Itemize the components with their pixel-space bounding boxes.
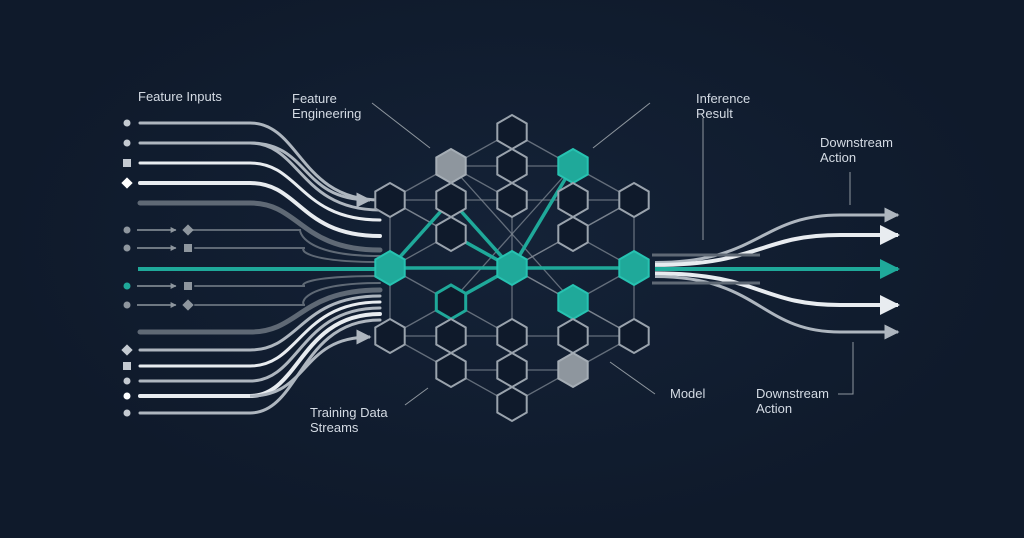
output-stream-line bbox=[654, 271, 900, 315]
callout-line bbox=[592, 102, 651, 149]
hexagon-icon bbox=[496, 317, 528, 355]
diamond-icon bbox=[121, 344, 133, 356]
square-icon bbox=[123, 159, 131, 167]
input-arrow-top bbox=[249, 141, 372, 208]
diamond-icon bbox=[121, 177, 133, 189]
hexagon-icon bbox=[557, 147, 589, 185]
input-stream-line bbox=[138, 121, 382, 202]
hexagon-icon bbox=[435, 317, 467, 355]
circle-icon bbox=[123, 244, 131, 252]
circle-icon bbox=[123, 226, 131, 234]
callout-line bbox=[838, 342, 854, 395]
hexagon-icon bbox=[496, 181, 528, 219]
diamond-icon bbox=[182, 224, 194, 236]
circle-icon bbox=[123, 282, 131, 290]
input-stream-line bbox=[137, 200, 383, 253]
hexagon-icon bbox=[496, 351, 528, 389]
diamond-icon bbox=[182, 299, 194, 311]
hexagon-icon bbox=[557, 351, 589, 389]
input-stream-line bbox=[189, 229, 381, 257]
callout-line bbox=[371, 102, 431, 149]
hexagon-icon bbox=[374, 181, 406, 219]
circle-icon bbox=[123, 409, 131, 417]
network-edge-highlight bbox=[510, 165, 575, 269]
hexagon-icon bbox=[557, 215, 589, 253]
circle-icon bbox=[123, 119, 131, 127]
input-arrow-bottom bbox=[249, 329, 372, 398]
feature-inputs-label: Feature Inputs bbox=[138, 89, 222, 104]
input-stream-line bbox=[194, 247, 381, 263]
input-stream-line bbox=[137, 287, 383, 335]
network-edge bbox=[450, 165, 574, 303]
input-stream-line bbox=[138, 306, 382, 383]
hexagon-icon bbox=[435, 351, 467, 389]
output-stream-line bbox=[654, 275, 900, 340]
output-stream-line bbox=[654, 207, 900, 265]
input-stream-line bbox=[194, 275, 381, 287]
hexagon-icon bbox=[435, 181, 467, 219]
model-label: Model bbox=[670, 386, 706, 401]
training-data-streams-label: Training Data Streams bbox=[310, 405, 388, 435]
hexagon-icon bbox=[496, 147, 528, 185]
hexagon-network bbox=[374, 113, 650, 423]
input-markers bbox=[121, 119, 194, 417]
hexagon-icon bbox=[496, 249, 528, 287]
input-stream-line bbox=[138, 294, 382, 352]
hexagon-icon bbox=[374, 249, 406, 287]
circle-icon bbox=[123, 377, 131, 385]
hexagon-icon bbox=[435, 147, 467, 185]
output-stream-line bbox=[654, 225, 900, 267]
circle-icon bbox=[123, 392, 131, 400]
inference-result-label: Inference Result bbox=[696, 91, 751, 121]
hexagon-icon bbox=[618, 317, 650, 355]
hexagon-icon bbox=[374, 317, 406, 355]
downstream-action-bottom-label: Downstream Action bbox=[756, 386, 829, 416]
input-stream-line bbox=[194, 282, 381, 306]
input-stream-line bbox=[138, 161, 382, 222]
callout-line bbox=[609, 361, 656, 395]
hexagon-icon bbox=[618, 181, 650, 219]
input-streams bbox=[137, 121, 383, 415]
square-icon bbox=[123, 362, 131, 370]
hexagon-icon bbox=[496, 385, 528, 423]
input-stream-line bbox=[138, 141, 382, 212]
circle-icon bbox=[123, 301, 131, 309]
input-stream-line bbox=[138, 181, 382, 238]
hexagon-icon bbox=[557, 181, 589, 219]
hexagon-icon bbox=[557, 317, 589, 355]
hexagon-icon bbox=[496, 113, 528, 151]
callout-line bbox=[404, 387, 429, 406]
hexagon-icon bbox=[557, 283, 589, 321]
feature-engineering-label: Feature Engineering bbox=[292, 91, 362, 121]
input-stream-line bbox=[138, 300, 382, 368]
square-icon bbox=[184, 282, 192, 290]
circle-icon bbox=[123, 139, 131, 147]
downstream-action-top-label: Downstream Action bbox=[820, 135, 893, 165]
output-streams bbox=[652, 207, 900, 340]
hexagon-icon bbox=[435, 215, 467, 253]
hexagon-icon bbox=[618, 249, 650, 287]
hexagon-icon bbox=[434, 283, 468, 321]
callout-lines bbox=[371, 102, 854, 406]
square-icon bbox=[184, 244, 192, 252]
